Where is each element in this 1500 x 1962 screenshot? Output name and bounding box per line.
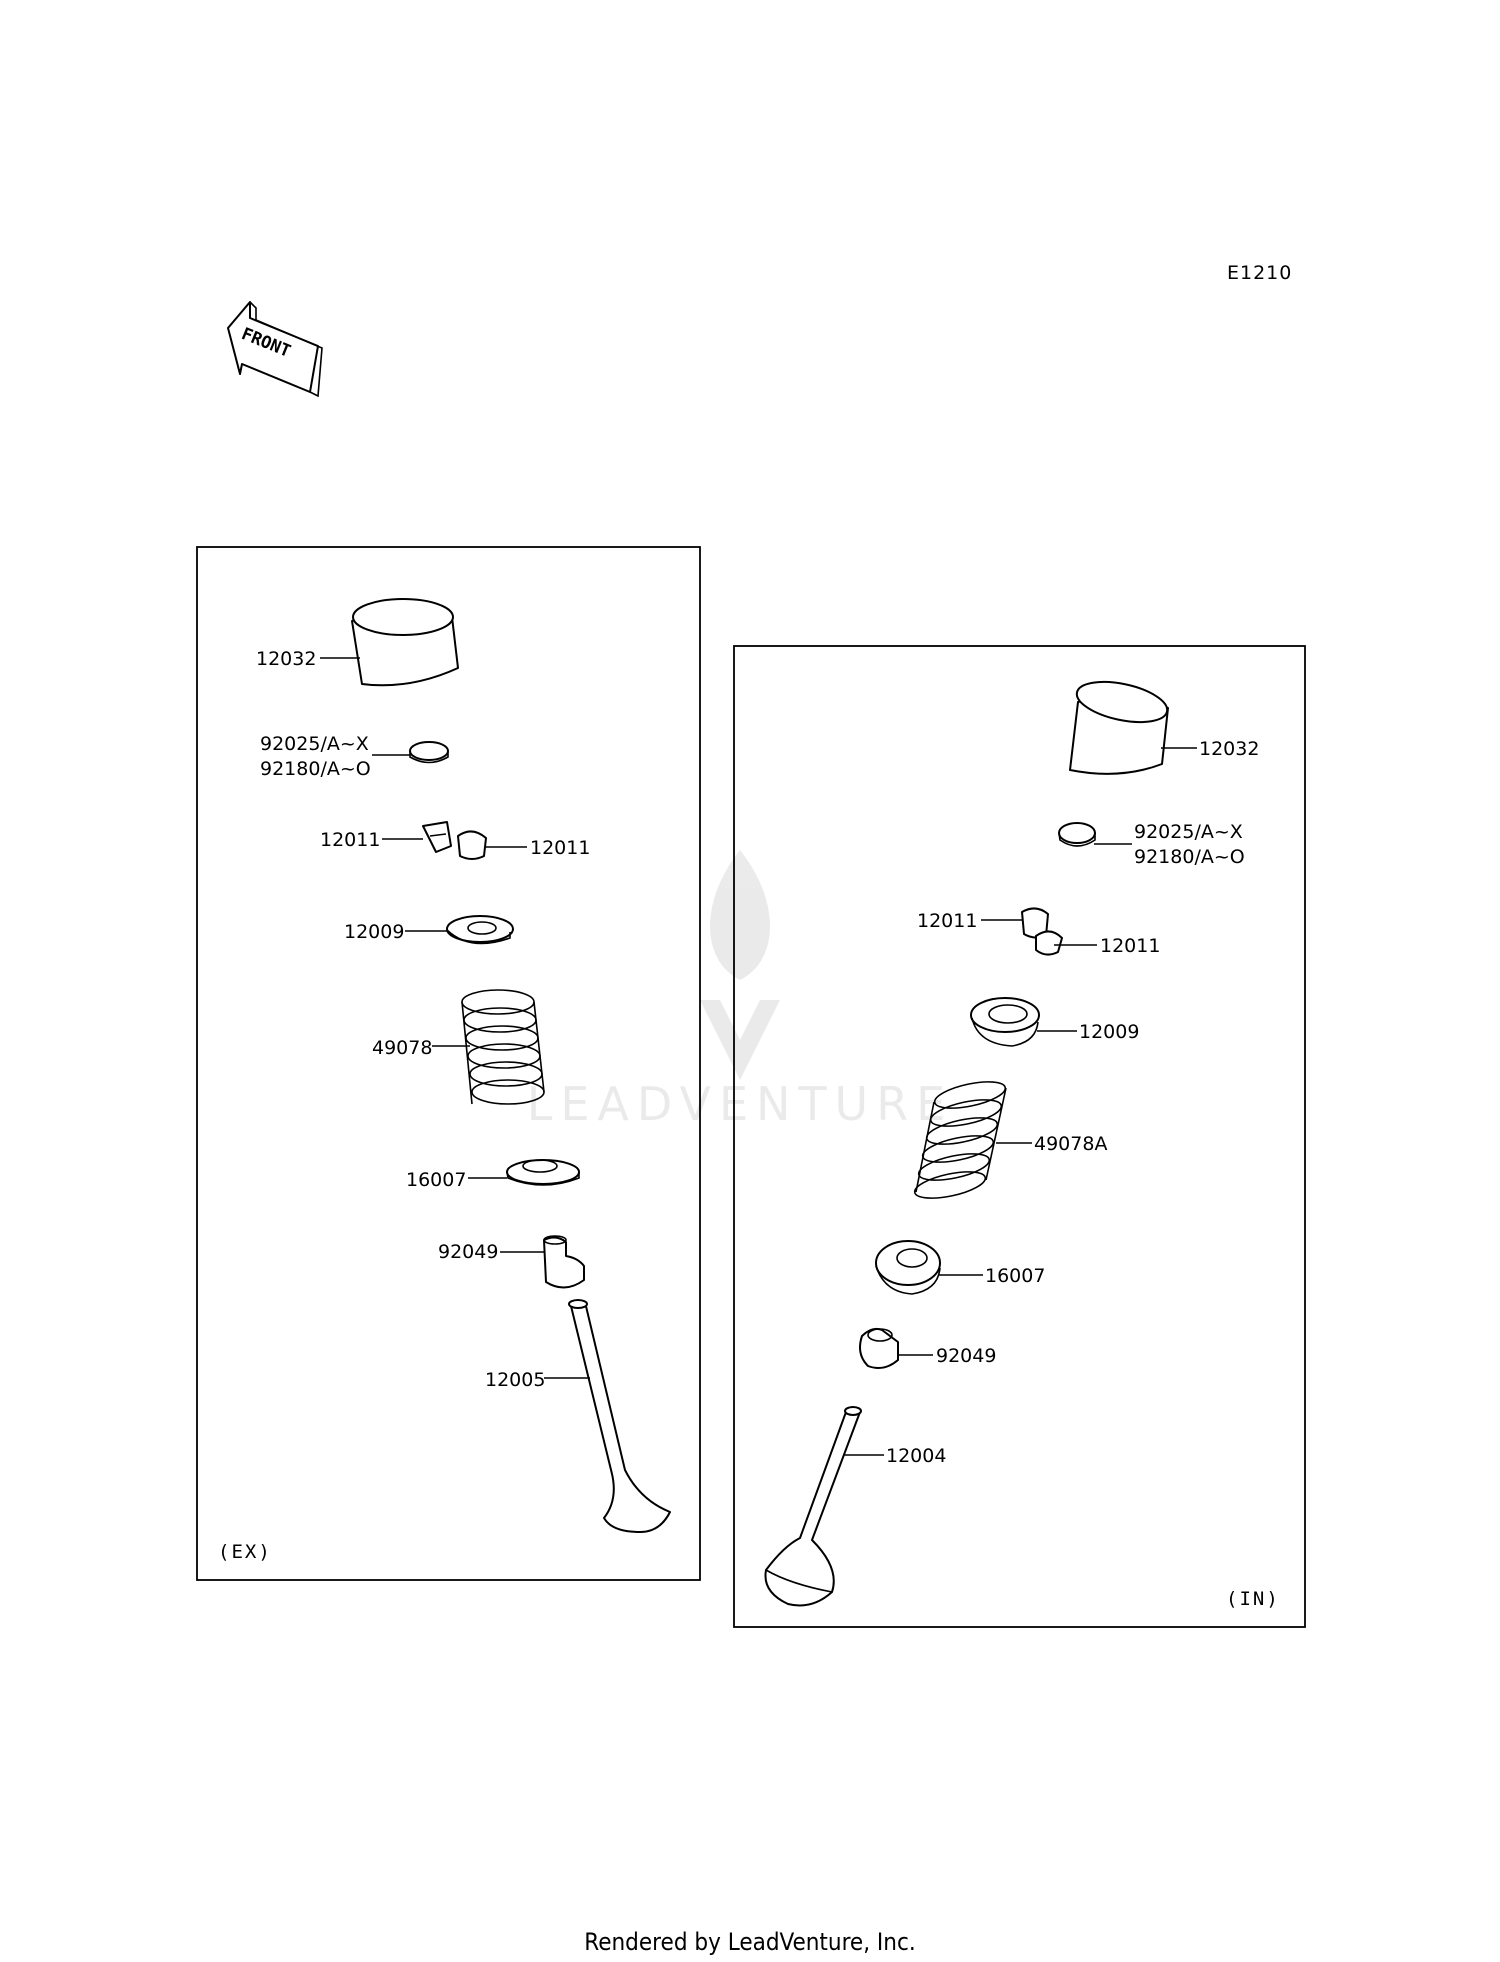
ex-spring-seat-label: 16007 [406,1169,466,1191]
in-retainer [970,997,1040,1047]
in-cotter-right-label: 12011 [1100,935,1160,957]
in-tappet [1069,680,1169,775]
diagram-code: E1210 [1227,262,1293,284]
intake-panel [733,645,1306,1628]
ex-cotter-left-label: 12011 [320,829,380,851]
ex-cotter-left [422,821,452,853]
front-arrow-icon: FRONT [227,301,323,398]
in-valve-label: 12004 [886,1445,946,1467]
footer-credit: Rendered by LeadVenture, Inc. [584,1928,916,1956]
ex-stem-seal [543,1235,585,1289]
exhaust-panel [196,546,701,1581]
ex-valve-label: 12005 [485,1369,545,1391]
in-valve [764,1406,862,1607]
ex-stem-seal-label: 92049 [438,1241,498,1263]
ex-tappet-label: 12032 [256,648,316,670]
in-cotter-right [1035,930,1063,956]
ex-shim-label-b: 92180/A~O [260,758,371,780]
in-tappet-label: 12032 [1199,738,1259,760]
ex-shim [409,741,449,764]
ex-valve [568,1299,671,1533]
ex-shim-label-a: 92025/A~X [260,733,369,755]
watermark-logo: LEADVENTURE [527,850,954,1131]
in-shim-label-b: 92180/A~O [1134,846,1245,868]
in-shim [1058,822,1096,847]
ex-cotter-right-label: 12011 [530,837,590,859]
in-spring-seat-label: 16007 [985,1265,1045,1287]
in-spring [913,1081,1007,1199]
ex-spring-label: 49078 [372,1037,432,1059]
in-cotter-left-label: 12011 [917,910,977,932]
watermark-text: LEADVENTURE [527,1077,954,1131]
in-section-label: (IN) [1226,1588,1280,1610]
ex-cotter-right [457,830,487,860]
in-stem-seal-label: 92049 [936,1345,996,1367]
ex-section-label: (EX) [218,1541,272,1563]
in-spring-label: 49078A [1034,1133,1107,1155]
in-stem-seal [859,1327,899,1369]
in-shim-label-a: 92025/A~X [1134,821,1243,843]
ex-spring-seat [506,1159,580,1186]
in-spring-seat [875,1240,941,1295]
in-retainer-label: 12009 [1079,1021,1139,1043]
ex-retainer [446,915,514,945]
ex-spring [461,989,545,1105]
ex-retainer-label: 12009 [344,921,404,943]
ex-tappet [351,598,459,687]
